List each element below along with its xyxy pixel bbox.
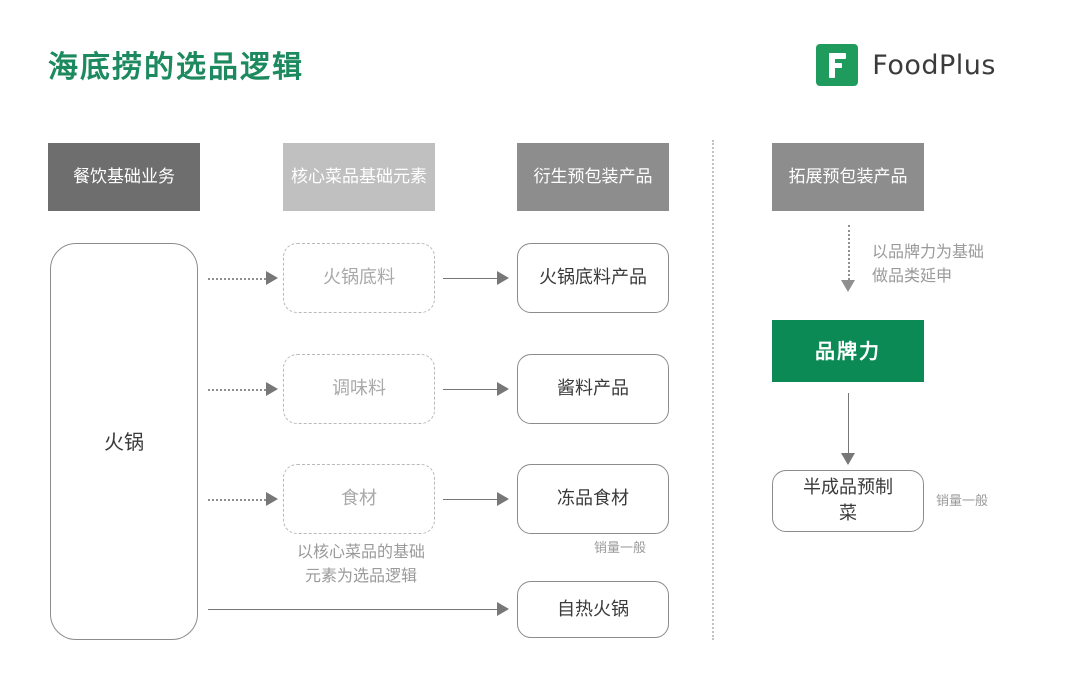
connector-solid-2-arrowhead xyxy=(497,382,509,396)
node-derived-self-heating-hotpot[interactable]: 自热火锅 xyxy=(517,581,669,638)
node-semi-finished-product[interactable]: 半成品预制 菜 xyxy=(772,470,924,532)
brand-logo: FoodPlus xyxy=(816,44,996,86)
connector-dotted-down-brand xyxy=(848,225,850,280)
f-icon-top-bar xyxy=(829,53,847,59)
connector-solid-bottom xyxy=(208,609,497,610)
connector-dotted-3-arrowhead xyxy=(266,492,278,506)
note-frozen-ingredients-sales: 销量一般 xyxy=(593,541,646,556)
brand-name: FoodPlus xyxy=(872,49,996,81)
page-title: 海底捞的选品逻辑 xyxy=(48,50,304,85)
column-header-derived-products: 衍生预包装产品 xyxy=(517,143,669,211)
f-icon-mid-bar xyxy=(829,63,843,68)
connector-dotted-2 xyxy=(208,389,266,391)
connector-solid-1-arrowhead xyxy=(497,271,509,285)
column-header-expansion-products: 拓展预包装产品 xyxy=(772,143,924,211)
connector-solid-down-product-arrowhead xyxy=(841,453,855,465)
connector-dotted-1 xyxy=(208,278,266,280)
node-core-element-ingredients[interactable]: 食材 xyxy=(283,464,435,534)
node-brand-power[interactable]: 品牌力 xyxy=(772,320,924,382)
foodplus-f-icon xyxy=(816,44,859,86)
connector-solid-2 xyxy=(443,389,497,390)
note-semi-finished-sales: 销量一般 xyxy=(936,494,989,509)
column-header-core-elements: 核心菜品基础元素 xyxy=(283,143,435,211)
node-derived-hotpot-base-product[interactable]: 火锅底料产品 xyxy=(517,243,669,313)
caption-selection-logic-left: 以核心菜品的基础 元素为选品逻辑 xyxy=(296,542,425,585)
connector-dotted-2-arrowhead xyxy=(266,382,278,396)
connector-solid-3 xyxy=(443,499,497,500)
connector-solid-3-arrowhead xyxy=(497,492,509,506)
connector-dotted-3 xyxy=(208,499,266,501)
node-core-element-seasoning[interactable]: 调味料 xyxy=(283,354,435,424)
section-divider xyxy=(712,140,714,640)
connector-solid-down-product xyxy=(848,393,849,453)
node-core-element-hotpot-base[interactable]: 火锅底料 xyxy=(283,243,435,313)
connector-solid-1 xyxy=(443,278,497,279)
connector-solid-bottom-arrowhead xyxy=(497,602,509,616)
caption-selection-logic-right: 以品牌力为基础 做品类延申 xyxy=(872,242,985,285)
node-derived-frozen-ingredients[interactable]: 冻品食材 xyxy=(517,464,669,534)
column-header-base-business: 餐饮基础业务 xyxy=(48,143,200,211)
node-base-business-hotpot[interactable]: 火锅 xyxy=(50,243,198,640)
connector-dotted-1-arrowhead xyxy=(266,271,278,285)
node-derived-sauce-product[interactable]: 酱料产品 xyxy=(517,354,669,424)
connector-dotted-down-brand-arrowhead xyxy=(841,280,855,292)
